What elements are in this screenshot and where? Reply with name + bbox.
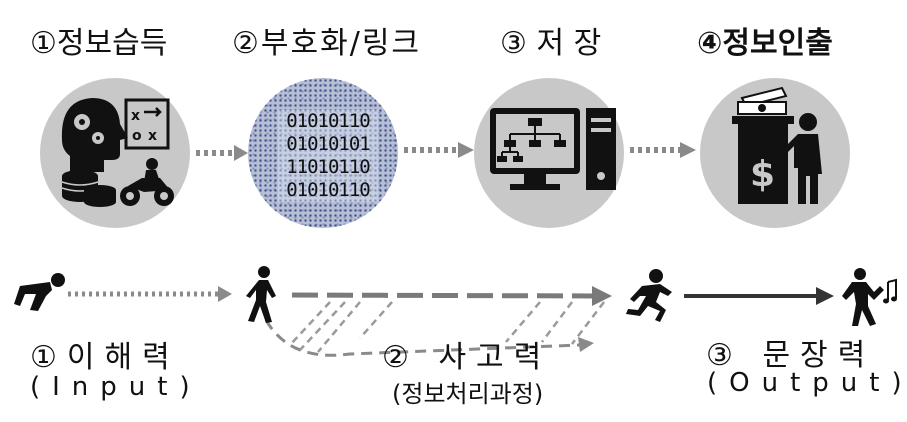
dotted-arrow-3-4	[630, 142, 696, 158]
dancing-person-icon	[842, 268, 897, 326]
binary-line-1: 01010110	[278, 110, 378, 133]
stage-title-2: ②부호화/링크	[232, 18, 421, 62]
ability-sub-2: (정보처리과정)	[392, 380, 544, 408]
stage-title-3: ③ 저 장	[500, 18, 601, 62]
ability-name-2: 사고력	[438, 340, 552, 375]
ability-sub-3: (Output)	[707, 368, 907, 398]
crouching-person-icon	[14, 273, 65, 311]
stage-number-2: ②	[232, 26, 261, 61]
stage-title-1: ①정보습득	[30, 18, 167, 62]
ability-name-3: 문장력	[762, 338, 876, 373]
dashed-arrow-thinking	[264, 286, 612, 357]
ability-number-1: ①	[30, 340, 67, 375]
binary-code-icon: 01010110 01010101 11010110 01010110	[278, 110, 378, 202]
stage-label-4: 정보인출	[722, 26, 833, 61]
dotted-arrow-2-3	[404, 142, 474, 158]
svg-text:x: x	[148, 128, 157, 144]
binary-line-2: 01010101	[278, 133, 378, 156]
knowledge-collage-icon: x o x	[61, 98, 174, 207]
stage-circle-3	[474, 78, 624, 228]
binary-line-4: 01010110	[278, 179, 378, 202]
stage-label-2: 부호화/링크	[260, 26, 422, 61]
ability-label-2: ② 사고력	[382, 332, 551, 376]
stage-number-1: ①	[30, 26, 57, 61]
solid-arrow-output	[684, 287, 834, 305]
ability-number-2: ②	[382, 340, 419, 375]
ability-number-3: ③	[706, 338, 743, 373]
stage-title-4: ④정보인출	[697, 18, 833, 62]
stage-label-1: 정보습득	[56, 26, 168, 61]
atm-withdrawal-icon: $	[732, 86, 822, 204]
running-person-icon	[626, 269, 672, 322]
stage-number-4: ④	[697, 26, 723, 61]
svg-text:o: o	[132, 128, 142, 144]
walking-person-icon	[246, 266, 276, 323]
dotted-arrow-input	[68, 286, 232, 302]
dotted-arrow-1-2	[196, 145, 248, 161]
stage-circle-1: x o x	[40, 78, 190, 228]
stage-circle-4: $	[700, 78, 850, 228]
svg-text:x: x	[131, 108, 140, 124]
binary-line-3: 11010110	[278, 156, 378, 179]
computer-storage-icon	[490, 108, 616, 190]
stage-label-3: 저 장	[536, 26, 602, 61]
stage-number-3: ③	[500, 26, 527, 61]
ability-label-3: ③ 문장력	[706, 330, 875, 374]
stage-circle-2: 01010110 01010101 11010110 01010110	[248, 78, 398, 228]
svg-text:$: $	[750, 154, 775, 195]
ability-label-1: ①이해력	[30, 332, 180, 376]
ability-sub-1: (Input)	[30, 372, 202, 402]
ability-name-1: 이해력	[66, 340, 180, 375]
